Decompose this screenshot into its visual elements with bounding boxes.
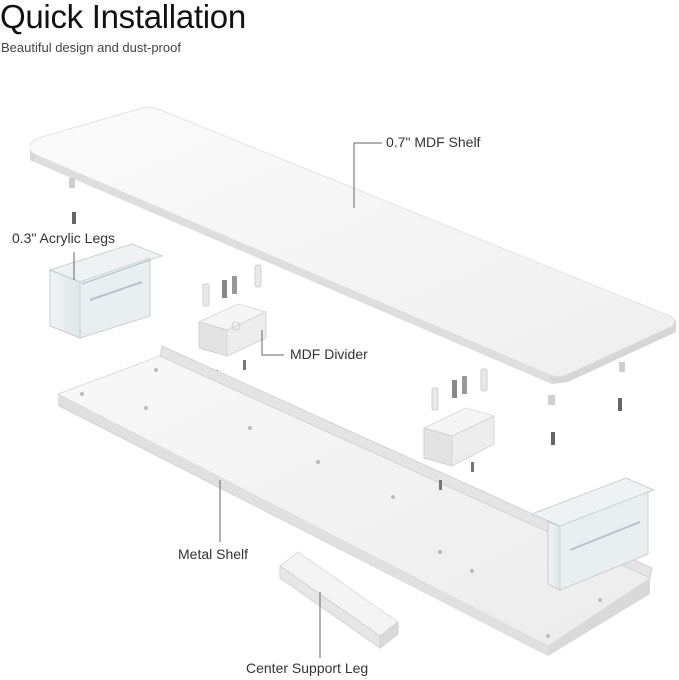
dowel-pins-right bbox=[431, 368, 488, 490]
label-metal-shelf: Metal Shelf bbox=[178, 546, 249, 562]
label-center-support-leg: Center Support Leg bbox=[246, 660, 369, 676]
label-mdf-divider: MDF Divider bbox=[290, 346, 368, 362]
acrylic-leg-right bbox=[530, 477, 656, 591]
mdf-divider-left bbox=[197, 303, 268, 357]
label-mdf-shelf: 0.7" MDF Shelf bbox=[386, 134, 481, 150]
center-support-leg bbox=[279, 551, 399, 650]
metal-shelf bbox=[56, 345, 653, 656]
dowel-pins-left bbox=[202, 264, 262, 380]
page-subtitle: Beautiful design and dust-proof bbox=[1, 40, 181, 55]
label-acrylic-legs: 0.3" Acrylic Legs bbox=[12, 230, 116, 246]
callout-line-mdf-divider bbox=[261, 330, 284, 356]
acrylic-leg-left bbox=[48, 243, 164, 339]
mdf-divider-right bbox=[422, 407, 496, 467]
page-title: Quick Installation bbox=[0, 0, 246, 35]
mdf-shelf bbox=[29, 106, 676, 384]
screw bbox=[69, 178, 625, 445]
callout-line-mdf-shelf bbox=[353, 142, 382, 208]
